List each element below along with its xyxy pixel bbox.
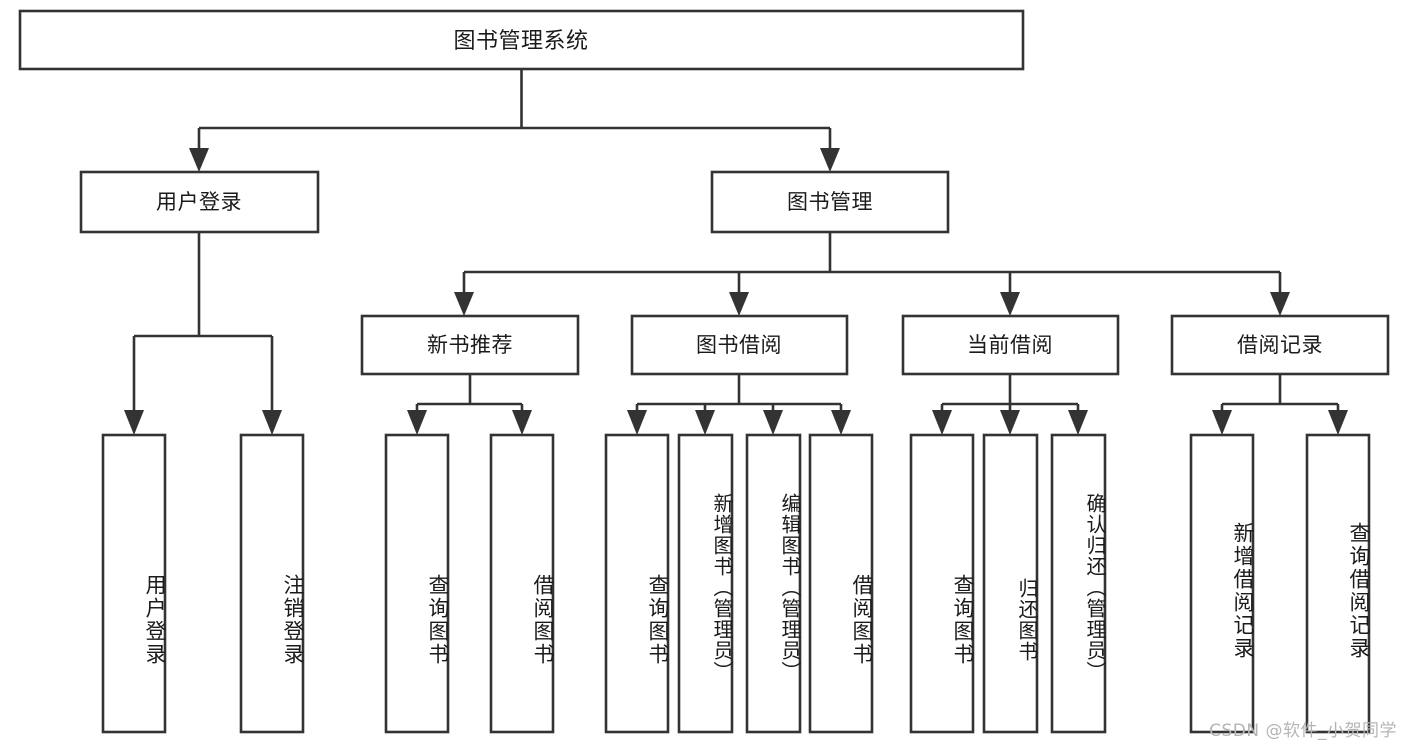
node-book-borrow-box[interactable] <box>630 314 849 376</box>
arrow-bookmgmt-to-newbook-icon <box>454 292 474 316</box>
arrow-borrow-leaf-1-icon <box>627 410 647 435</box>
connector-group-bookmgmt <box>454 232 1290 316</box>
leaf-box-new-book-1[interactable] <box>384 433 450 734</box>
node-book-management-label: 图书管理 <box>787 190 873 214</box>
connector-group-borrow <box>627 374 851 435</box>
node-user-login-box[interactable] <box>79 170 320 234</box>
node-book-management[interactable]: 图书管理 <box>710 170 950 234</box>
node-new-book-recommend[interactable]: 新书推荐 <box>360 314 580 376</box>
node-root[interactable]: 图书管理系统 <box>18 9 1025 71</box>
arrow-borrow-leaf-3-icon <box>763 410 783 435</box>
node-user-login[interactable]: 用户登录 <box>79 170 320 234</box>
connector-group-newbook <box>407 374 532 435</box>
arrow-borrow-leaf-4-icon <box>831 410 851 435</box>
leaf-box-borrow-records-2[interactable] <box>1305 433 1371 734</box>
connector-group-root <box>189 69 840 172</box>
csdn-watermark: CSDN @软件_小贺同学 <box>1209 721 1397 741</box>
leaf-boxes-user-login <box>101 433 305 734</box>
arrow-bookmgmt-to-records-icon <box>1270 292 1290 316</box>
leaf-box-book-borrow-2[interactable] <box>677 433 734 734</box>
leaf-box-new-book-2[interactable] <box>489 433 555 734</box>
node-book-borrow-label: 图书借阅 <box>696 333 782 357</box>
arrow-root-to-bookmgmt-icon <box>820 148 840 172</box>
leaf-box-user-login-1[interactable] <box>101 433 167 734</box>
leaf-box-borrow-records-1[interactable] <box>1189 433 1255 734</box>
arrow-bookmgmt-to-current-icon <box>1000 292 1020 316</box>
connector-group-records <box>1212 374 1348 435</box>
leaf-boxes-current-borrow <box>909 433 1107 734</box>
leaf-box-user-login-2[interactable] <box>239 433 305 734</box>
node-book-management-box[interactable] <box>710 170 950 234</box>
node-root-label: 图书管理系统 <box>453 29 588 54</box>
arrow-records-leaf-1-icon <box>1212 410 1232 435</box>
leaf-boxes-borrow-records <box>1189 433 1371 734</box>
arrow-records-leaf-2-icon <box>1328 410 1348 435</box>
arrow-current-leaf-2-icon <box>1000 410 1020 435</box>
node-user-login-label: 用户登录 <box>156 190 242 214</box>
arrow-borrow-leaf-2-icon <box>695 410 715 435</box>
node-book-borrow[interactable]: 图书借阅 <box>630 314 849 376</box>
arrow-newbook-leaf-1-icon <box>407 410 427 435</box>
leaf-box-book-borrow-3[interactable] <box>745 433 802 734</box>
node-borrow-records-box[interactable] <box>1170 314 1390 376</box>
leaf-box-book-borrow-4[interactable] <box>808 433 874 734</box>
arrow-userlogin-leaf-1-icon <box>124 410 144 435</box>
node-borrow-records-label: 借阅记录 <box>1237 333 1323 357</box>
node-root-box[interactable] <box>18 9 1025 71</box>
leaf-box-current-borrow-1[interactable] <box>909 433 975 734</box>
leaf-box-book-borrow-1[interactable] <box>604 433 670 734</box>
arrow-root-to-userlogin-icon <box>189 148 209 172</box>
leaf-box-current-borrow-2[interactable] <box>982 433 1039 734</box>
node-current-borrow-box[interactable] <box>901 314 1120 376</box>
arrow-newbook-leaf-2-icon <box>512 410 532 435</box>
arrow-bookmgmt-to-borrow-icon <box>729 292 749 316</box>
connector-group-current <box>932 374 1088 435</box>
arrow-current-leaf-1-icon <box>932 410 952 435</box>
leaf-boxes-new-book-recommend <box>384 433 555 734</box>
node-new-book-recommend-label: 新书推荐 <box>427 333 513 357</box>
node-current-borrow[interactable]: 当前借阅 <box>901 314 1120 376</box>
arrow-current-leaf-3-icon <box>1068 410 1088 435</box>
leaf-boxes-book-borrow <box>604 433 874 734</box>
connector-group-userlogin <box>124 232 282 435</box>
node-new-book-recommend-box[interactable] <box>360 314 580 376</box>
arrow-userlogin-leaf-2-icon <box>262 410 282 435</box>
leaf-box-current-borrow-3[interactable] <box>1050 433 1107 734</box>
node-current-borrow-label: 当前借阅 <box>967 333 1053 357</box>
node-borrow-records[interactable]: 借阅记录 <box>1170 314 1390 376</box>
